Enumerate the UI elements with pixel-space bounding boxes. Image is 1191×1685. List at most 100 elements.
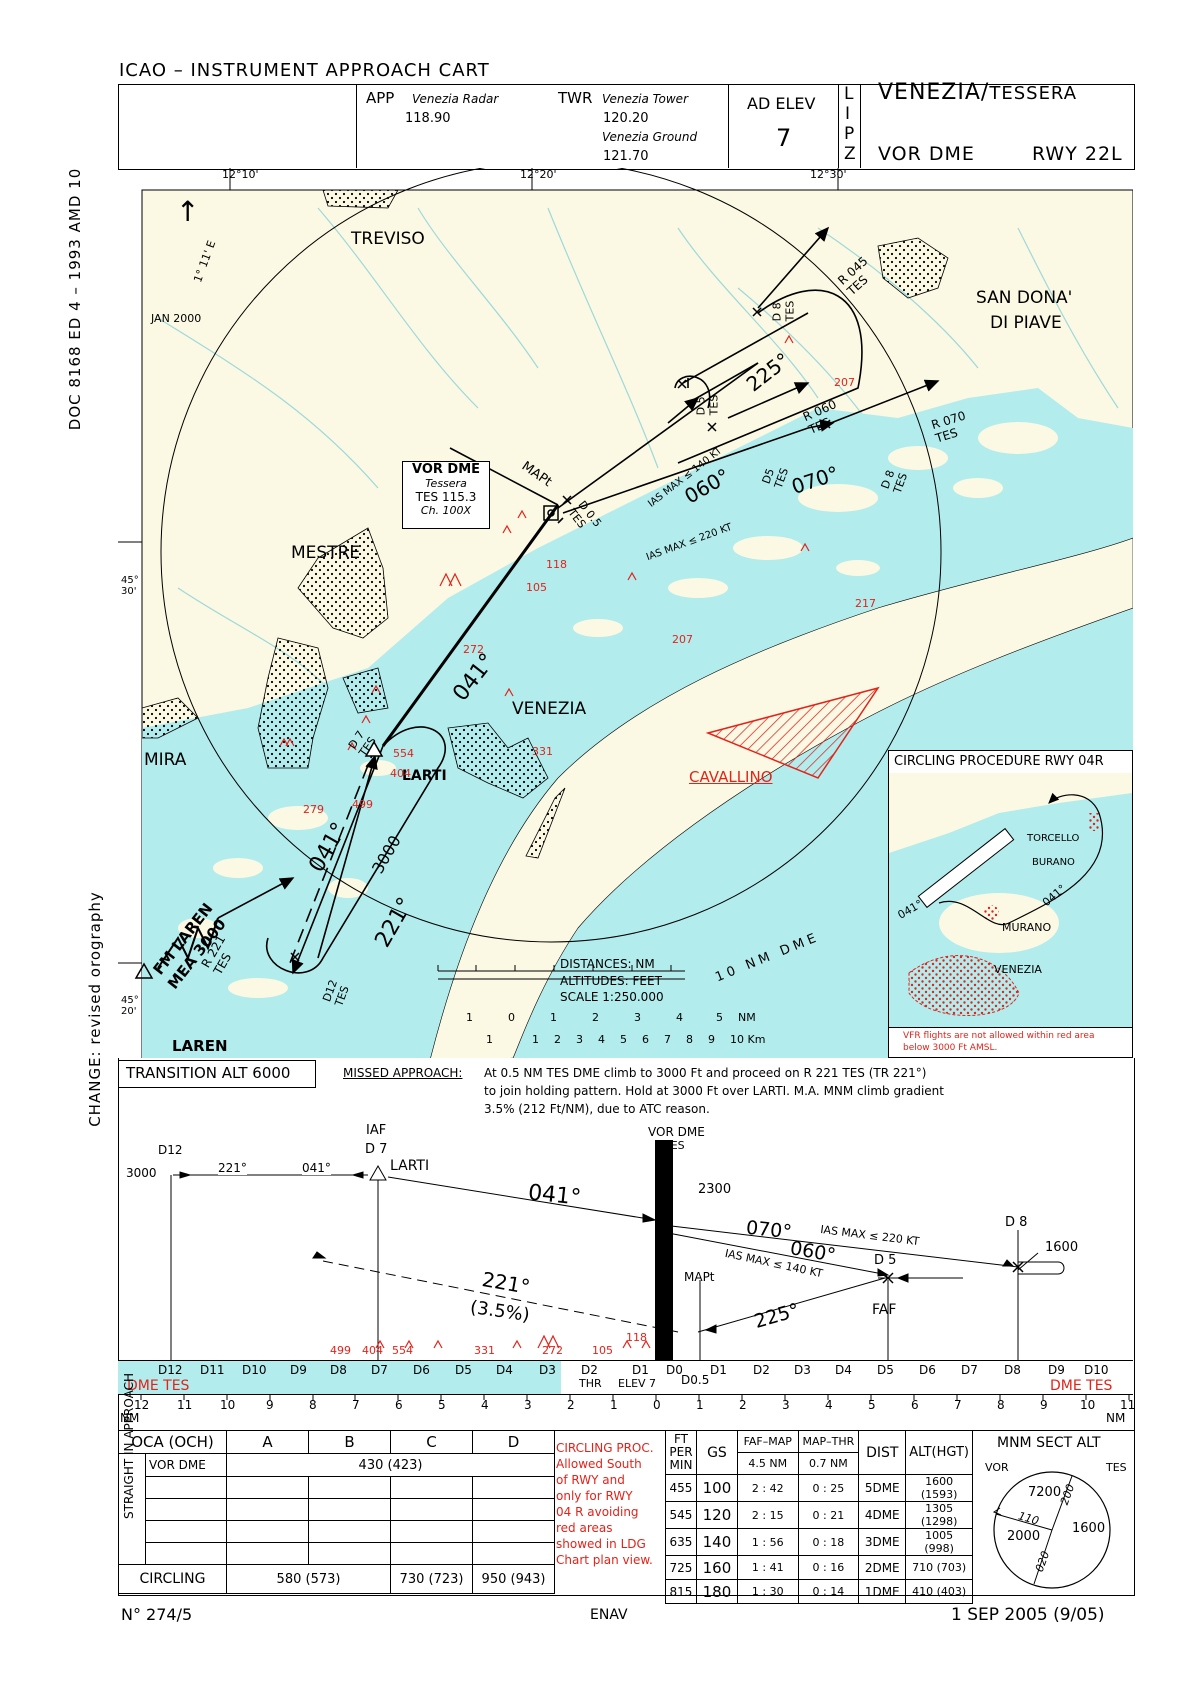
rate-row-3-gs: 140 bbox=[695, 1528, 738, 1556]
dme-fix-d5: D 5 TES bbox=[694, 394, 721, 416]
vor-dme-box: VOR DME Tessera TES 115.3 Ch. 100X bbox=[402, 461, 490, 529]
rate-row-1-dist: 5DME bbox=[858, 1474, 907, 1502]
chart-number: N° 274/5 bbox=[121, 1605, 193, 1624]
circling-label: CIRCLING bbox=[118, 1564, 227, 1594]
msa-tes: TES bbox=[1106, 1461, 1127, 1474]
msa-title: MNM SECT ALT bbox=[997, 1435, 1101, 1451]
nm-2: 2 bbox=[567, 1398, 575, 1412]
note-scale: SCALE 1:250.000 bbox=[560, 990, 664, 1004]
nm-2r: 2 bbox=[739, 1398, 747, 1412]
rate-row-4-alt: 710 (703) bbox=[905, 1555, 973, 1580]
circling-proc-line-1: Allowed South bbox=[556, 1457, 642, 1471]
rate-row-4-t2: 0 : 16 bbox=[797, 1555, 860, 1580]
profile-frame bbox=[118, 1058, 1135, 1430]
icao-code-z: Z bbox=[844, 144, 856, 164]
app-label: APP bbox=[366, 89, 395, 107]
effective-date: 1 SEP 2005 (9/05) bbox=[951, 1605, 1105, 1625]
lon-tick-2: 12°20' bbox=[520, 168, 557, 181]
profile-iaf: IAF bbox=[366, 1123, 387, 1138]
profile-vor-dme: VOR DME bbox=[648, 1125, 705, 1139]
dme-d2-left: D2 bbox=[581, 1363, 598, 1377]
nm-5r: 5 bbox=[868, 1398, 876, 1412]
runway-designator: RWY 22L bbox=[1032, 143, 1123, 165]
circling-proc-box: CIRCLING PROC. Allowed South of RWY and … bbox=[556, 1440, 664, 1568]
cat-d-header: D bbox=[472, 1430, 555, 1454]
profile-d5: D 5 bbox=[874, 1253, 897, 1268]
nm-0: 0 bbox=[653, 1398, 661, 1412]
obstacle-279: 279 bbox=[303, 803, 324, 816]
profile-obs-118: 118 bbox=[626, 1331, 647, 1344]
profile-obs-105: 105 bbox=[592, 1344, 613, 1357]
scale-bars bbox=[437, 965, 685, 980]
nm-9r: 9 bbox=[1040, 1398, 1048, 1412]
rate-row-2-dist: 4DME bbox=[858, 1501, 907, 1529]
scale-nm-1: 1 bbox=[466, 1011, 473, 1024]
obstacle-272: 272 bbox=[463, 643, 484, 656]
circling-proc-title: CIRCLING PROC. bbox=[556, 1441, 654, 1455]
nm-9: 9 bbox=[266, 1398, 274, 1412]
rate-ft: FT bbox=[673, 1432, 688, 1446]
rate-row-2-t2: 0 : 21 bbox=[797, 1501, 860, 1529]
nm-6r: 6 bbox=[911, 1398, 919, 1412]
icao-code-p: P bbox=[844, 124, 855, 144]
north-arrow-icon: ↑ bbox=[176, 195, 200, 228]
straight-in-label: STRAIGHT IN APPROACH bbox=[118, 1373, 146, 1565]
vor-box-name: Tessera bbox=[425, 477, 467, 490]
scale-km-5: 5 bbox=[620, 1033, 627, 1046]
rate-min: MIN bbox=[669, 1458, 693, 1472]
town-treviso: TREVISO bbox=[351, 229, 425, 249]
nm-1: 1 bbox=[610, 1398, 618, 1412]
variation-date: JAN 2000 bbox=[151, 312, 202, 325]
inset-torcello: TORCELLO bbox=[1027, 833, 1080, 844]
nm-6: 6 bbox=[395, 1398, 403, 1412]
rate-ft-header: FT PER MIN bbox=[665, 1430, 697, 1475]
dme-d4-left: D4 bbox=[496, 1363, 513, 1377]
fix-symbols bbox=[134, 307, 831, 979]
rate-row-3-alt: 1005 (998) bbox=[905, 1528, 973, 1556]
vor-box-channel: Ch. 100X bbox=[420, 504, 472, 517]
dme-band-shaded bbox=[118, 1360, 561, 1395]
obstacle-331: 331 bbox=[532, 745, 553, 758]
inset-vfr-note: VFR flights are not allowed within red a… bbox=[889, 1027, 1132, 1057]
profile-track-070: 070° bbox=[744, 1216, 793, 1244]
scale-nm-1b: 1 bbox=[550, 1011, 557, 1024]
town-mira: MIRA bbox=[144, 750, 187, 770]
obstacle-207-lagoon: 207 bbox=[672, 633, 693, 646]
dme-d1-left: D1 bbox=[632, 1363, 649, 1377]
faf-map-distance: 4.5 NM bbox=[748, 1457, 788, 1470]
nm-5: 5 bbox=[438, 1398, 446, 1412]
nm-10r: 10 bbox=[1080, 1398, 1096, 1412]
ground-name: Venezia Ground bbox=[602, 130, 698, 144]
header-divider-3 bbox=[838, 84, 839, 168]
circling-proc-line-4: 04 R avoiding bbox=[556, 1505, 639, 1519]
profile-drawing bbox=[170, 1140, 1065, 1360]
alt-hgt-header: ALT(HGT) bbox=[905, 1430, 973, 1475]
cavallino-restricted bbox=[705, 686, 880, 779]
nm-7: 7 bbox=[352, 1398, 360, 1412]
inset-drawing bbox=[889, 773, 1132, 1016]
threshold-label: THR bbox=[579, 1377, 602, 1390]
app-name: Venezia Radar bbox=[412, 92, 499, 106]
dme-d7: D7 bbox=[371, 1363, 388, 1377]
lat-tick-1: 45° 30' bbox=[121, 575, 139, 597]
dme-d9-right: D9 bbox=[1048, 1363, 1065, 1377]
rate-row-4-ft: 725 bbox=[665, 1555, 697, 1580]
scale-km-7: 7 bbox=[664, 1033, 671, 1046]
dme-d05: D0.5 bbox=[681, 1373, 710, 1387]
fix-laren: LAREN bbox=[172, 1037, 228, 1055]
profile-obs-272: 272 bbox=[542, 1344, 563, 1357]
scale-km-10: 10 Km bbox=[730, 1033, 766, 1046]
scale-km-3: 3 bbox=[576, 1033, 583, 1046]
vor-dme-label: VOR DME bbox=[145, 1453, 227, 1477]
nm-11: 11 bbox=[177, 1398, 193, 1412]
dme-d6: D6 bbox=[413, 1363, 430, 1377]
profile-faf: FAF bbox=[872, 1302, 897, 1318]
dme-d8-right: D8 bbox=[1004, 1363, 1021, 1377]
profile-alt-3000: 3000 bbox=[126, 1166, 157, 1180]
obstacle-217: 217 bbox=[855, 597, 876, 610]
dme-d3-left: D3 bbox=[539, 1363, 556, 1377]
dme-d11: D11 bbox=[200, 1363, 225, 1377]
dme-fix-d8-ne: D 8 TES bbox=[770, 300, 797, 322]
profile-mapt: MAPt bbox=[684, 1270, 715, 1284]
inset-venezia: VENEZIA bbox=[994, 963, 1042, 976]
